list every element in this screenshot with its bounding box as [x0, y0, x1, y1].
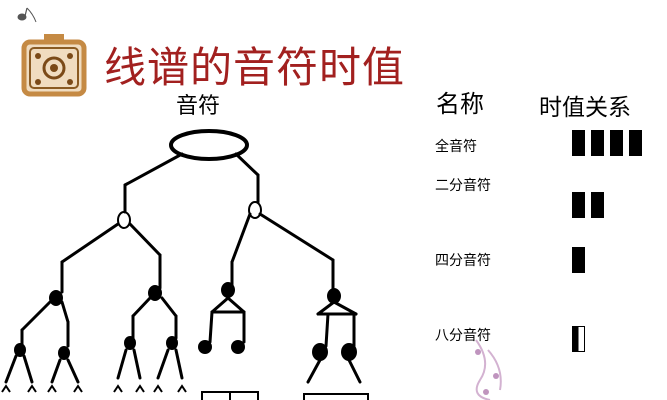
duration-block — [591, 192, 604, 218]
eighth-note — [198, 340, 212, 354]
row-name-eighth: 八分音符 — [435, 328, 491, 344]
half-note-left — [117, 211, 131, 229]
eighth-note — [14, 343, 26, 357]
duration-column-header: 时值关系 — [539, 95, 631, 121]
duration-block — [591, 130, 604, 156]
whole-note-symbol — [169, 129, 249, 161]
eighth-note — [231, 340, 245, 354]
duration-blocks-whole — [572, 130, 642, 156]
duration-blocks-quarter — [572, 247, 585, 273]
duration-block — [572, 192, 585, 218]
eighth-note — [341, 343, 357, 361]
duration-block — [610, 130, 623, 156]
quarter-note — [221, 282, 235, 298]
quarter-note — [49, 290, 63, 306]
duration-blocks-half — [572, 192, 604, 218]
quarter-note — [148, 285, 162, 301]
duration-blocks-eighth — [572, 326, 585, 352]
duration-block — [572, 247, 585, 273]
eighth-note — [58, 346, 70, 360]
name-column-header: 名称 — [436, 90, 484, 118]
duration-block-half — [572, 326, 585, 352]
row-name-whole: 全音符 — [435, 139, 477, 155]
row-name-half: 二分音符 — [435, 178, 491, 194]
duration-block — [629, 130, 642, 156]
eighth-note — [312, 343, 328, 361]
page-title: 线谱的音符时值 — [104, 43, 406, 92]
quarter-note — [327, 288, 341, 304]
row-name-quarter: 四分音符 — [435, 253, 491, 269]
duration-block — [572, 130, 585, 156]
half-note-right — [248, 201, 262, 219]
eighth-note — [166, 336, 178, 350]
tree-title: 音符 — [176, 94, 221, 119]
